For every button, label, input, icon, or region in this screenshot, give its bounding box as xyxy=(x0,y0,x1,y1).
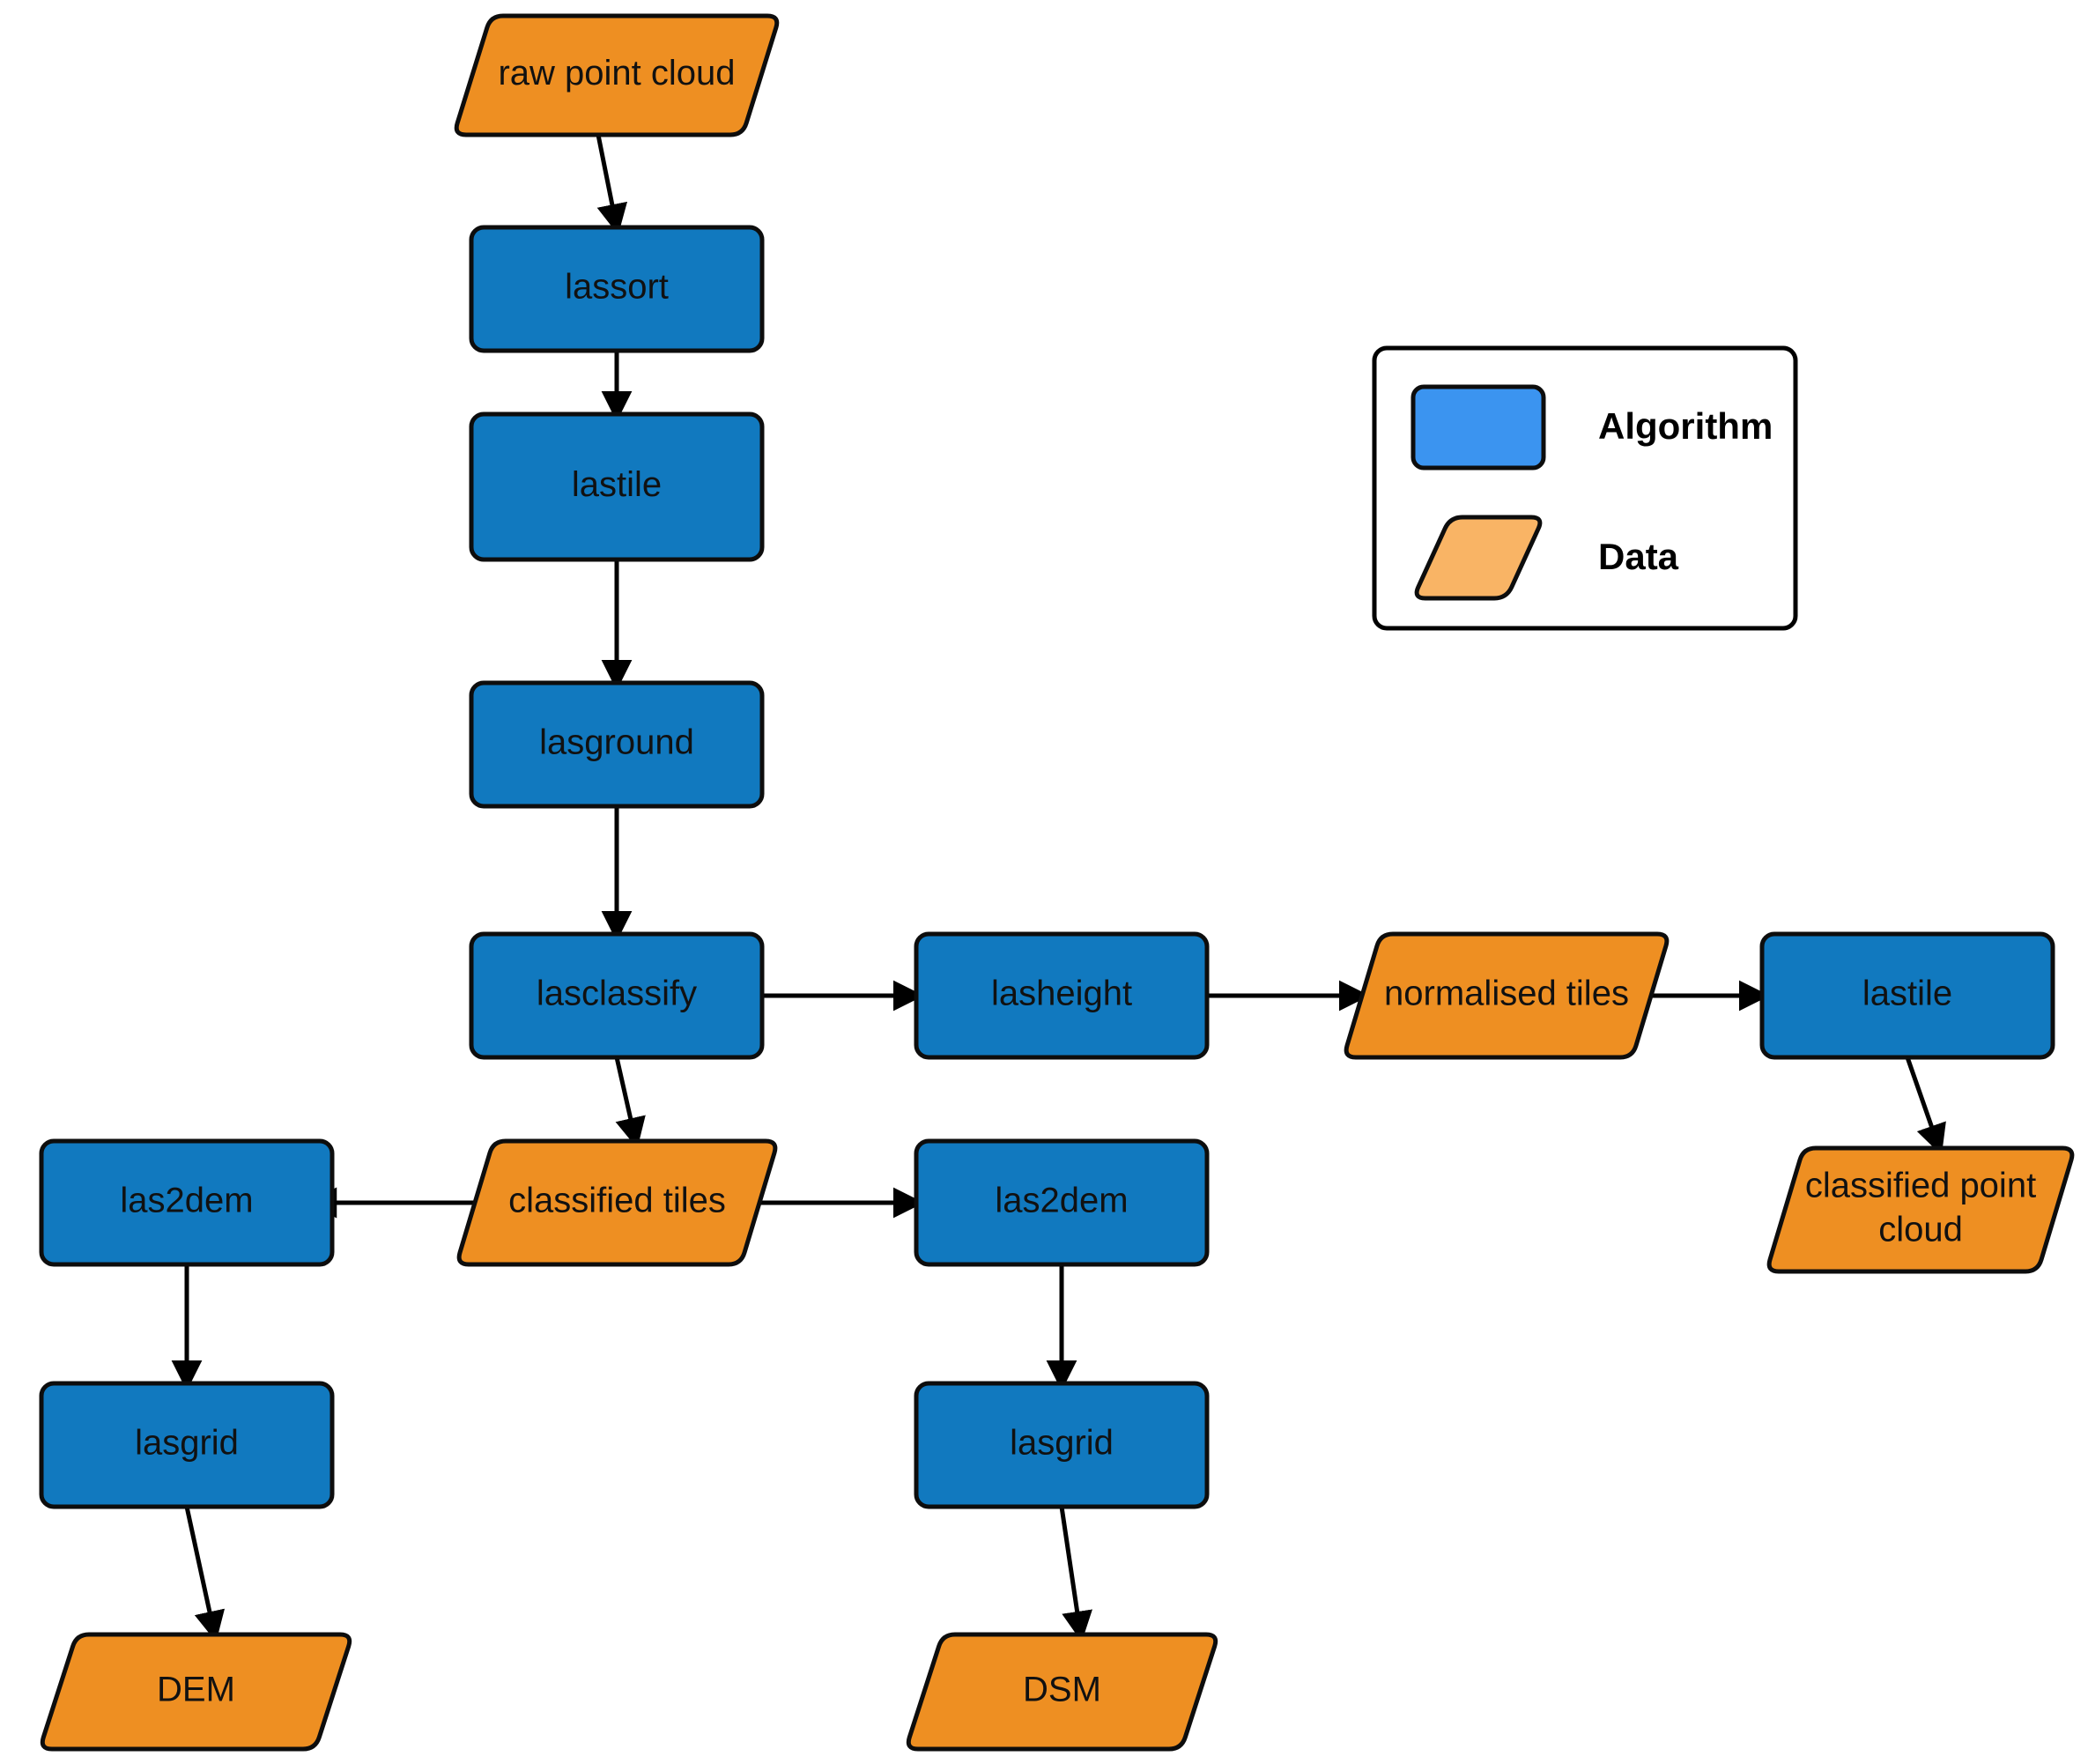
node-classified-tiles[interactable]: classified tiles xyxy=(456,1138,778,1267)
node-lastile-2[interactable]: lastile xyxy=(1759,931,2055,1060)
algorithm-box xyxy=(1759,931,2055,1060)
data-parallelogram xyxy=(906,1632,1218,1752)
algorithm-box xyxy=(469,411,765,562)
algorithm-box xyxy=(469,225,765,353)
data-parallelogram xyxy=(1344,931,1670,1060)
node-lasground[interactable]: lasground xyxy=(469,680,765,809)
edge-lasgrid-left-to-dem xyxy=(184,1506,226,1642)
algorithm-box xyxy=(39,1381,335,1509)
node-lasclassify[interactable]: lasclassify xyxy=(469,931,765,1060)
edge-lastile-2-to-classified-point-cloud xyxy=(1905,1056,1946,1156)
node-raw-point-cloud[interactable]: raw point cloud xyxy=(454,13,780,137)
algorithm-box xyxy=(39,1138,335,1267)
edge-raw-point-cloud-to-lassort xyxy=(596,134,628,235)
data-parallelogram xyxy=(40,1632,352,1752)
legend-algorithm: Algorithm xyxy=(1411,384,1773,471)
legend-label: Data xyxy=(1598,536,1679,577)
algorithm-box xyxy=(914,1381,1210,1509)
node-normalised-tiles[interactable]: normalised tiles xyxy=(1344,931,1670,1060)
node-lassort[interactable]: lassort xyxy=(469,225,765,353)
node-dsm[interactable]: DSM xyxy=(906,1632,1218,1752)
node-lasheight[interactable]: lasheight xyxy=(914,931,1210,1060)
legend-data-swatch xyxy=(1414,515,1543,601)
legend-algorithm-swatch xyxy=(1411,384,1546,471)
data-parallelogram xyxy=(1766,1145,2075,1274)
edges-layer xyxy=(171,134,1946,1642)
legend-data: Data xyxy=(1414,515,1679,601)
algorithm-box xyxy=(469,931,765,1060)
nodes-layer: raw point cloud lassort lastile lasground la… xyxy=(39,13,2075,1752)
algorithm-box xyxy=(914,1138,1210,1267)
node-dem[interactable]: DEM xyxy=(40,1632,352,1752)
legend-label: Algorithm xyxy=(1598,405,1773,447)
node-lasgrid-left[interactable]: lasgrid xyxy=(39,1381,335,1509)
node-lastile-1[interactable]: lastile xyxy=(469,411,765,562)
edge-lasgrid-right-to-dsm xyxy=(1059,1506,1092,1642)
node-lasgrid-right[interactable]: lasgrid xyxy=(914,1381,1210,1509)
data-parallelogram xyxy=(454,13,780,137)
node-las2dem-right[interactable]: las2dem xyxy=(914,1138,1210,1267)
algorithm-box xyxy=(469,680,765,809)
data-parallelogram xyxy=(456,1138,778,1267)
algorithm-box xyxy=(914,931,1210,1060)
node-las2dem-left[interactable]: las2dem xyxy=(39,1138,335,1267)
edge-lasclassify-to-classified-tiles xyxy=(614,1056,646,1149)
